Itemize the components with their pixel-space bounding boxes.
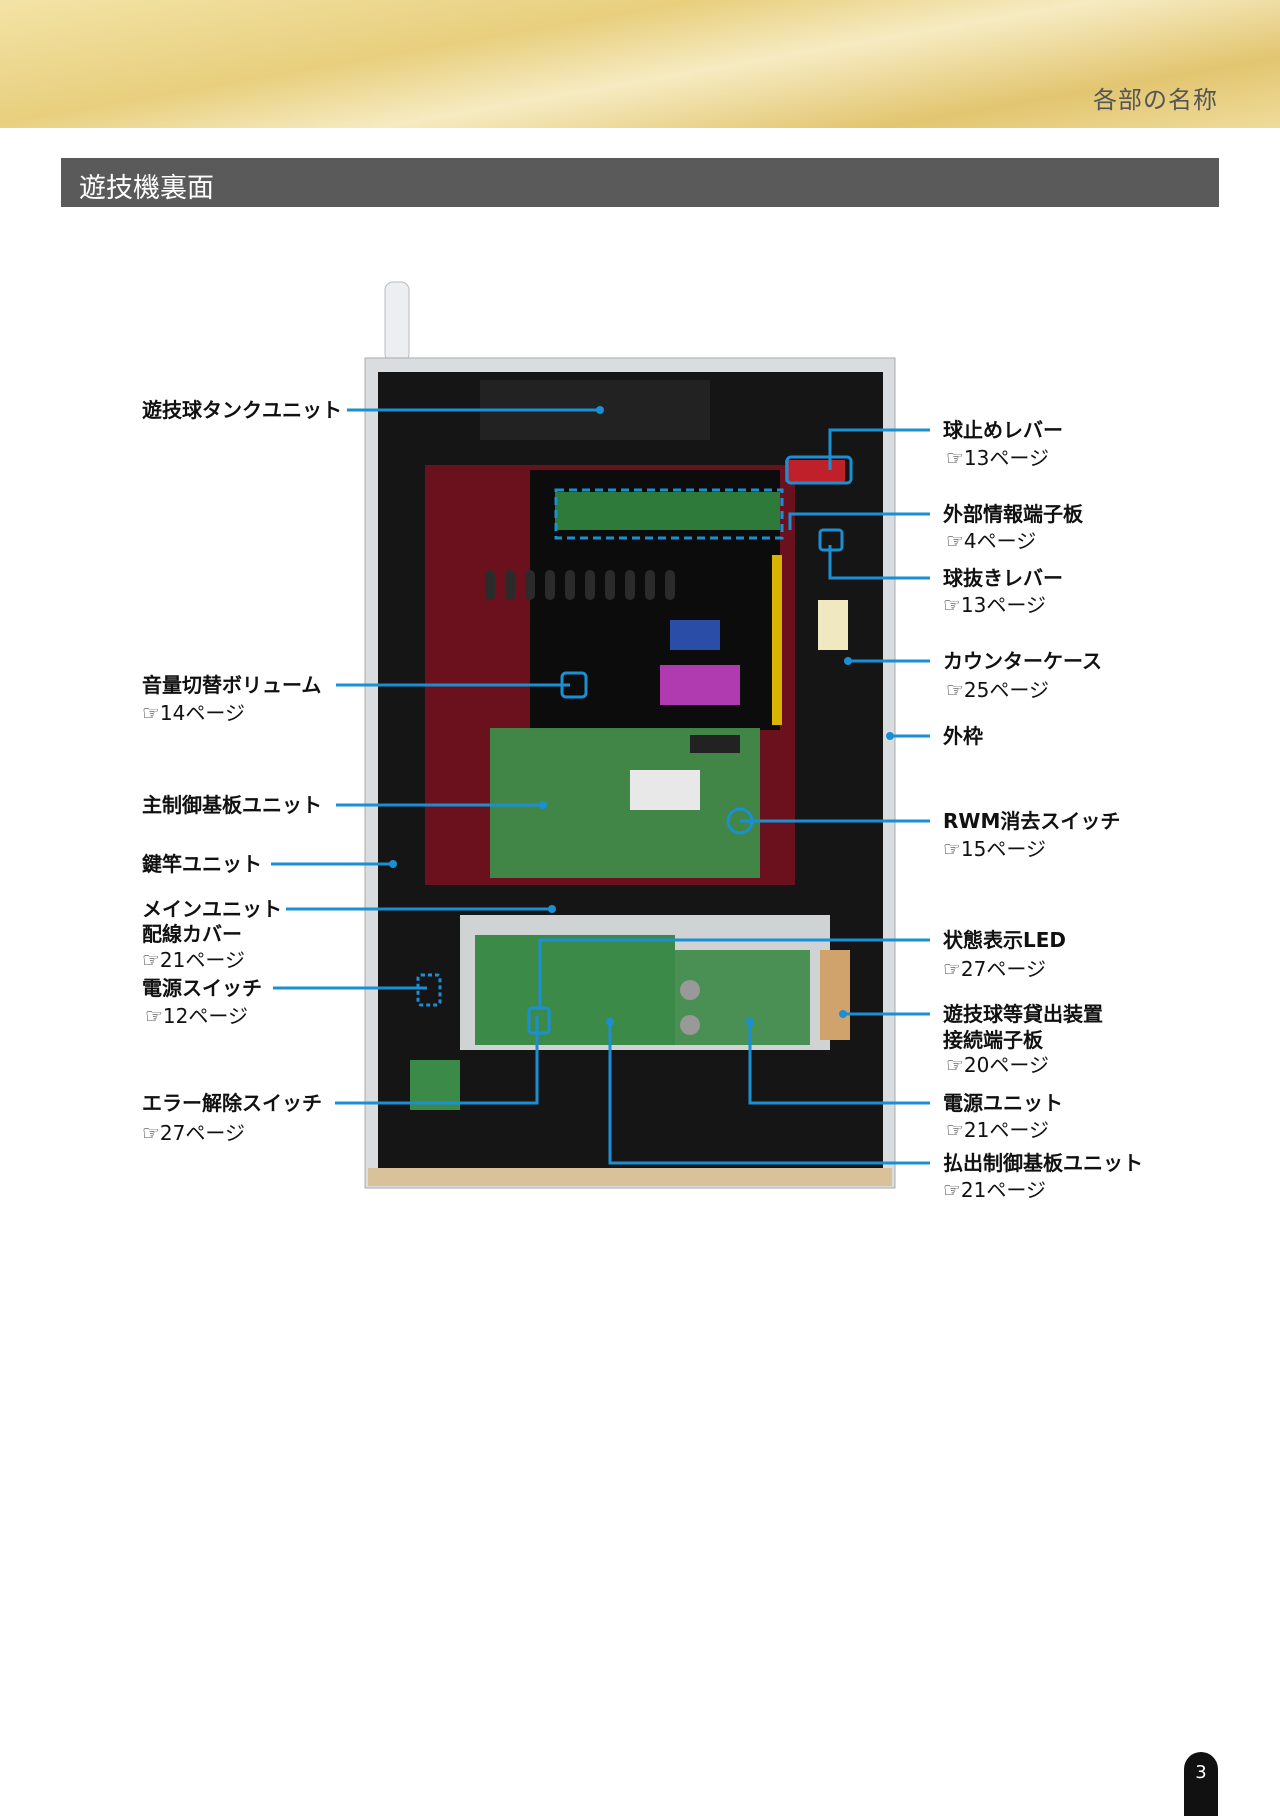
label-power-unit: 電源ユニット bbox=[943, 1091, 1063, 1115]
header-title: 各部の名称 bbox=[1093, 86, 1218, 114]
ref-lending-device[interactable]: ☞20ページ bbox=[946, 1053, 1049, 1077]
section-title: 遊技機裏面 bbox=[79, 173, 214, 204]
label-connection-terminal: 接続端子板 bbox=[943, 1028, 1043, 1052]
label-rwm-clear-switch: RWM消去スイッチ bbox=[943, 809, 1121, 833]
ref-error-reset-switch[interactable]: ☞27ページ bbox=[142, 1121, 245, 1145]
label-outer-frame: 外枠 bbox=[943, 724, 983, 748]
label-external-info-terminal: 外部情報端子板 bbox=[943, 502, 1083, 526]
ref-status-led[interactable]: ☞27ページ bbox=[943, 957, 1046, 981]
label-power-switch: 電源スイッチ bbox=[142, 976, 262, 1000]
label-wiring-cover: 配線カバー bbox=[142, 922, 242, 946]
ref-external-info-terminal[interactable]: ☞4ページ bbox=[946, 529, 1037, 553]
label-tank-unit: 遊技球タンクユニット bbox=[142, 398, 342, 422]
label-lending-device: 遊技球等貸出装置 bbox=[943, 1002, 1103, 1026]
label-error-reset-switch: エラー解除スイッチ bbox=[142, 1091, 322, 1115]
ref-wiring-cover[interactable]: ☞21ページ bbox=[142, 948, 245, 972]
label-status-led: 状態表示LED bbox=[943, 928, 1067, 952]
label-ball-stop-lever: 球止めレバー bbox=[943, 418, 1063, 442]
section-bar: 遊技機裏面 bbox=[61, 158, 1219, 207]
ref-ball-drain-lever[interactable]: ☞13ページ bbox=[943, 593, 1046, 617]
label-main-unit: メインユニット bbox=[142, 897, 282, 921]
ref-ball-stop-lever[interactable]: ☞13ページ bbox=[946, 446, 1049, 470]
label-volume-switch: 音量切替ボリューム bbox=[142, 673, 322, 697]
label-main-board-unit: 主制御基板ユニット bbox=[142, 793, 322, 817]
label-payout-board-unit: 払出制御基板ユニット bbox=[943, 1151, 1143, 1175]
ref-counter-case[interactable]: ☞25ページ bbox=[946, 678, 1049, 702]
ref-payout-board-unit[interactable]: ☞21ページ bbox=[943, 1178, 1046, 1202]
ref-volume-switch[interactable]: ☞14ページ bbox=[142, 701, 245, 725]
ref-power-unit[interactable]: ☞21ページ bbox=[946, 1118, 1049, 1142]
ref-rwm-clear-switch[interactable]: ☞15ページ bbox=[943, 837, 1046, 861]
label-key-rod-unit: 鍵竿ユニット bbox=[142, 852, 262, 876]
page-number: 3 bbox=[1184, 1752, 1218, 1816]
ref-power-switch[interactable]: ☞12ページ bbox=[145, 1004, 248, 1028]
header-band: 各部の名称 bbox=[0, 0, 1280, 128]
label-counter-case: カウンターケース bbox=[943, 649, 1102, 673]
label-ball-drain-lever: 球抜きレバー bbox=[943, 566, 1063, 590]
